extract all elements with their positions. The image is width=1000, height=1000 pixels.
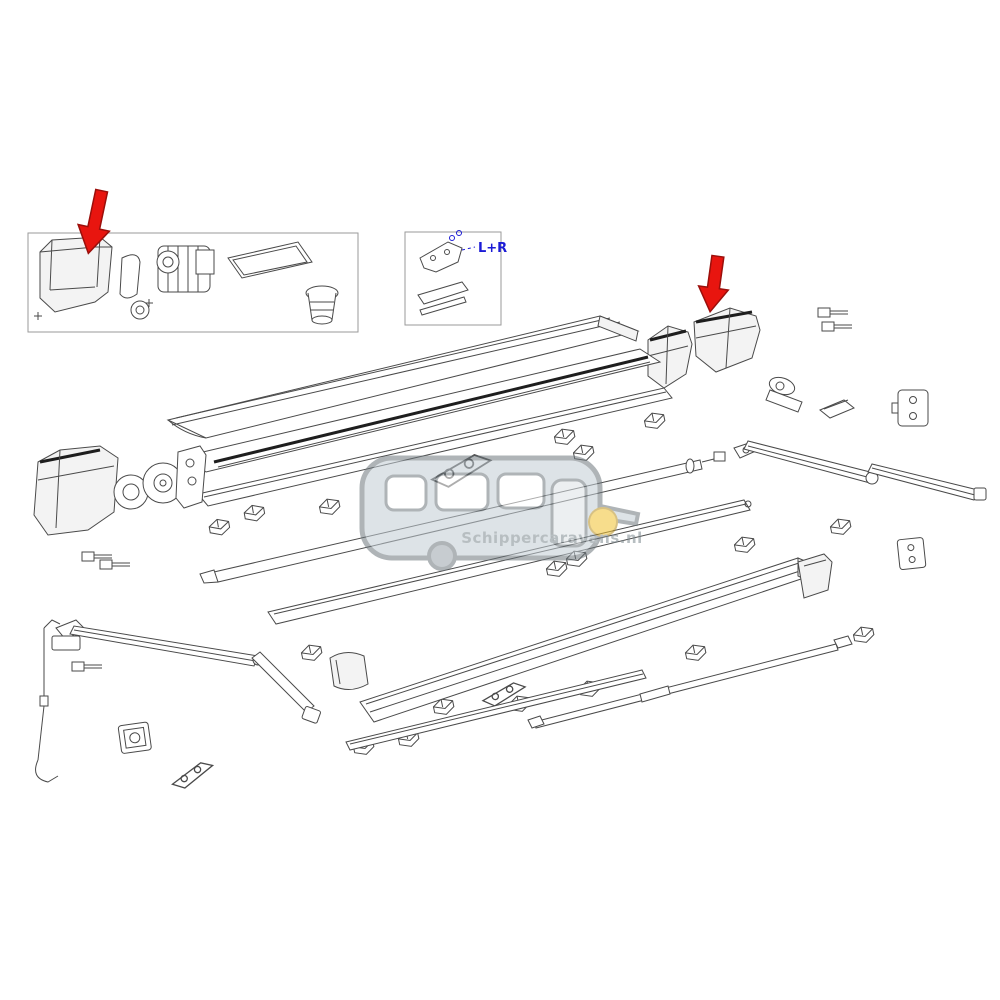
lr-label: L+R xyxy=(478,241,507,256)
wall-bracket-part xyxy=(896,537,927,571)
gear-bracket-part xyxy=(175,445,207,509)
mounting-bracket-part xyxy=(168,758,218,793)
motor-part xyxy=(156,245,215,293)
caravan-wheel xyxy=(427,541,457,571)
clip-part xyxy=(683,642,708,664)
clip-part xyxy=(299,642,324,664)
caravan-window xyxy=(496,472,546,510)
red-arrow-left xyxy=(76,188,111,255)
connector-part xyxy=(71,661,103,672)
endcap-left-part xyxy=(647,325,693,389)
endcap-right-part xyxy=(693,307,761,373)
elbow-joint-part xyxy=(765,376,803,413)
clip-part xyxy=(828,516,853,538)
endcap-part xyxy=(39,236,113,313)
clip-part xyxy=(242,503,267,524)
inset-box-endcap-parts xyxy=(27,232,359,333)
watermark-text: Schippercaravans.nl xyxy=(461,529,643,547)
wall-bracket-part xyxy=(891,389,929,427)
front-rail-endcap xyxy=(797,553,833,599)
caravan-window xyxy=(384,474,428,512)
inset-box-lr-brackets: L+R xyxy=(404,230,507,326)
red-arrow-right xyxy=(697,254,730,314)
tension-rod xyxy=(527,635,853,729)
caravan-window xyxy=(434,472,490,512)
clip-part xyxy=(544,558,569,580)
clamp-part xyxy=(119,254,141,299)
clip-part xyxy=(317,496,342,518)
left-endcap-assembly xyxy=(33,445,207,536)
plus-mark xyxy=(34,312,42,320)
square-bracket-part xyxy=(117,721,152,754)
disc-part xyxy=(130,300,150,320)
angled-fitting-part xyxy=(819,399,855,419)
clip-part xyxy=(642,410,667,432)
lr-plate-part xyxy=(417,281,469,305)
plug-part xyxy=(305,285,339,325)
case-lid-profile xyxy=(166,315,640,439)
hinge-pin-part xyxy=(821,321,853,332)
curved-cap-part xyxy=(329,652,369,690)
spring-arm-left xyxy=(51,619,321,724)
lr-bracket-part xyxy=(419,230,463,273)
panel-part xyxy=(227,241,313,279)
clip-part xyxy=(851,624,876,646)
watermark: Schippercaravans.nl xyxy=(359,455,643,571)
connector-part xyxy=(99,559,131,570)
clip-part xyxy=(207,517,232,538)
watermark-wheel-icon xyxy=(588,507,618,537)
fabric-roll-profile xyxy=(197,387,673,507)
spring-arm-right xyxy=(733,440,987,501)
lr-leader-line xyxy=(461,246,476,251)
bottom-rail xyxy=(345,669,647,751)
crank-handle xyxy=(35,619,61,783)
clip-part xyxy=(552,426,577,448)
lr-bar-part xyxy=(419,296,467,316)
hinge-pin-part xyxy=(817,307,849,318)
clip-part xyxy=(732,534,757,556)
caravan-door xyxy=(550,478,588,548)
